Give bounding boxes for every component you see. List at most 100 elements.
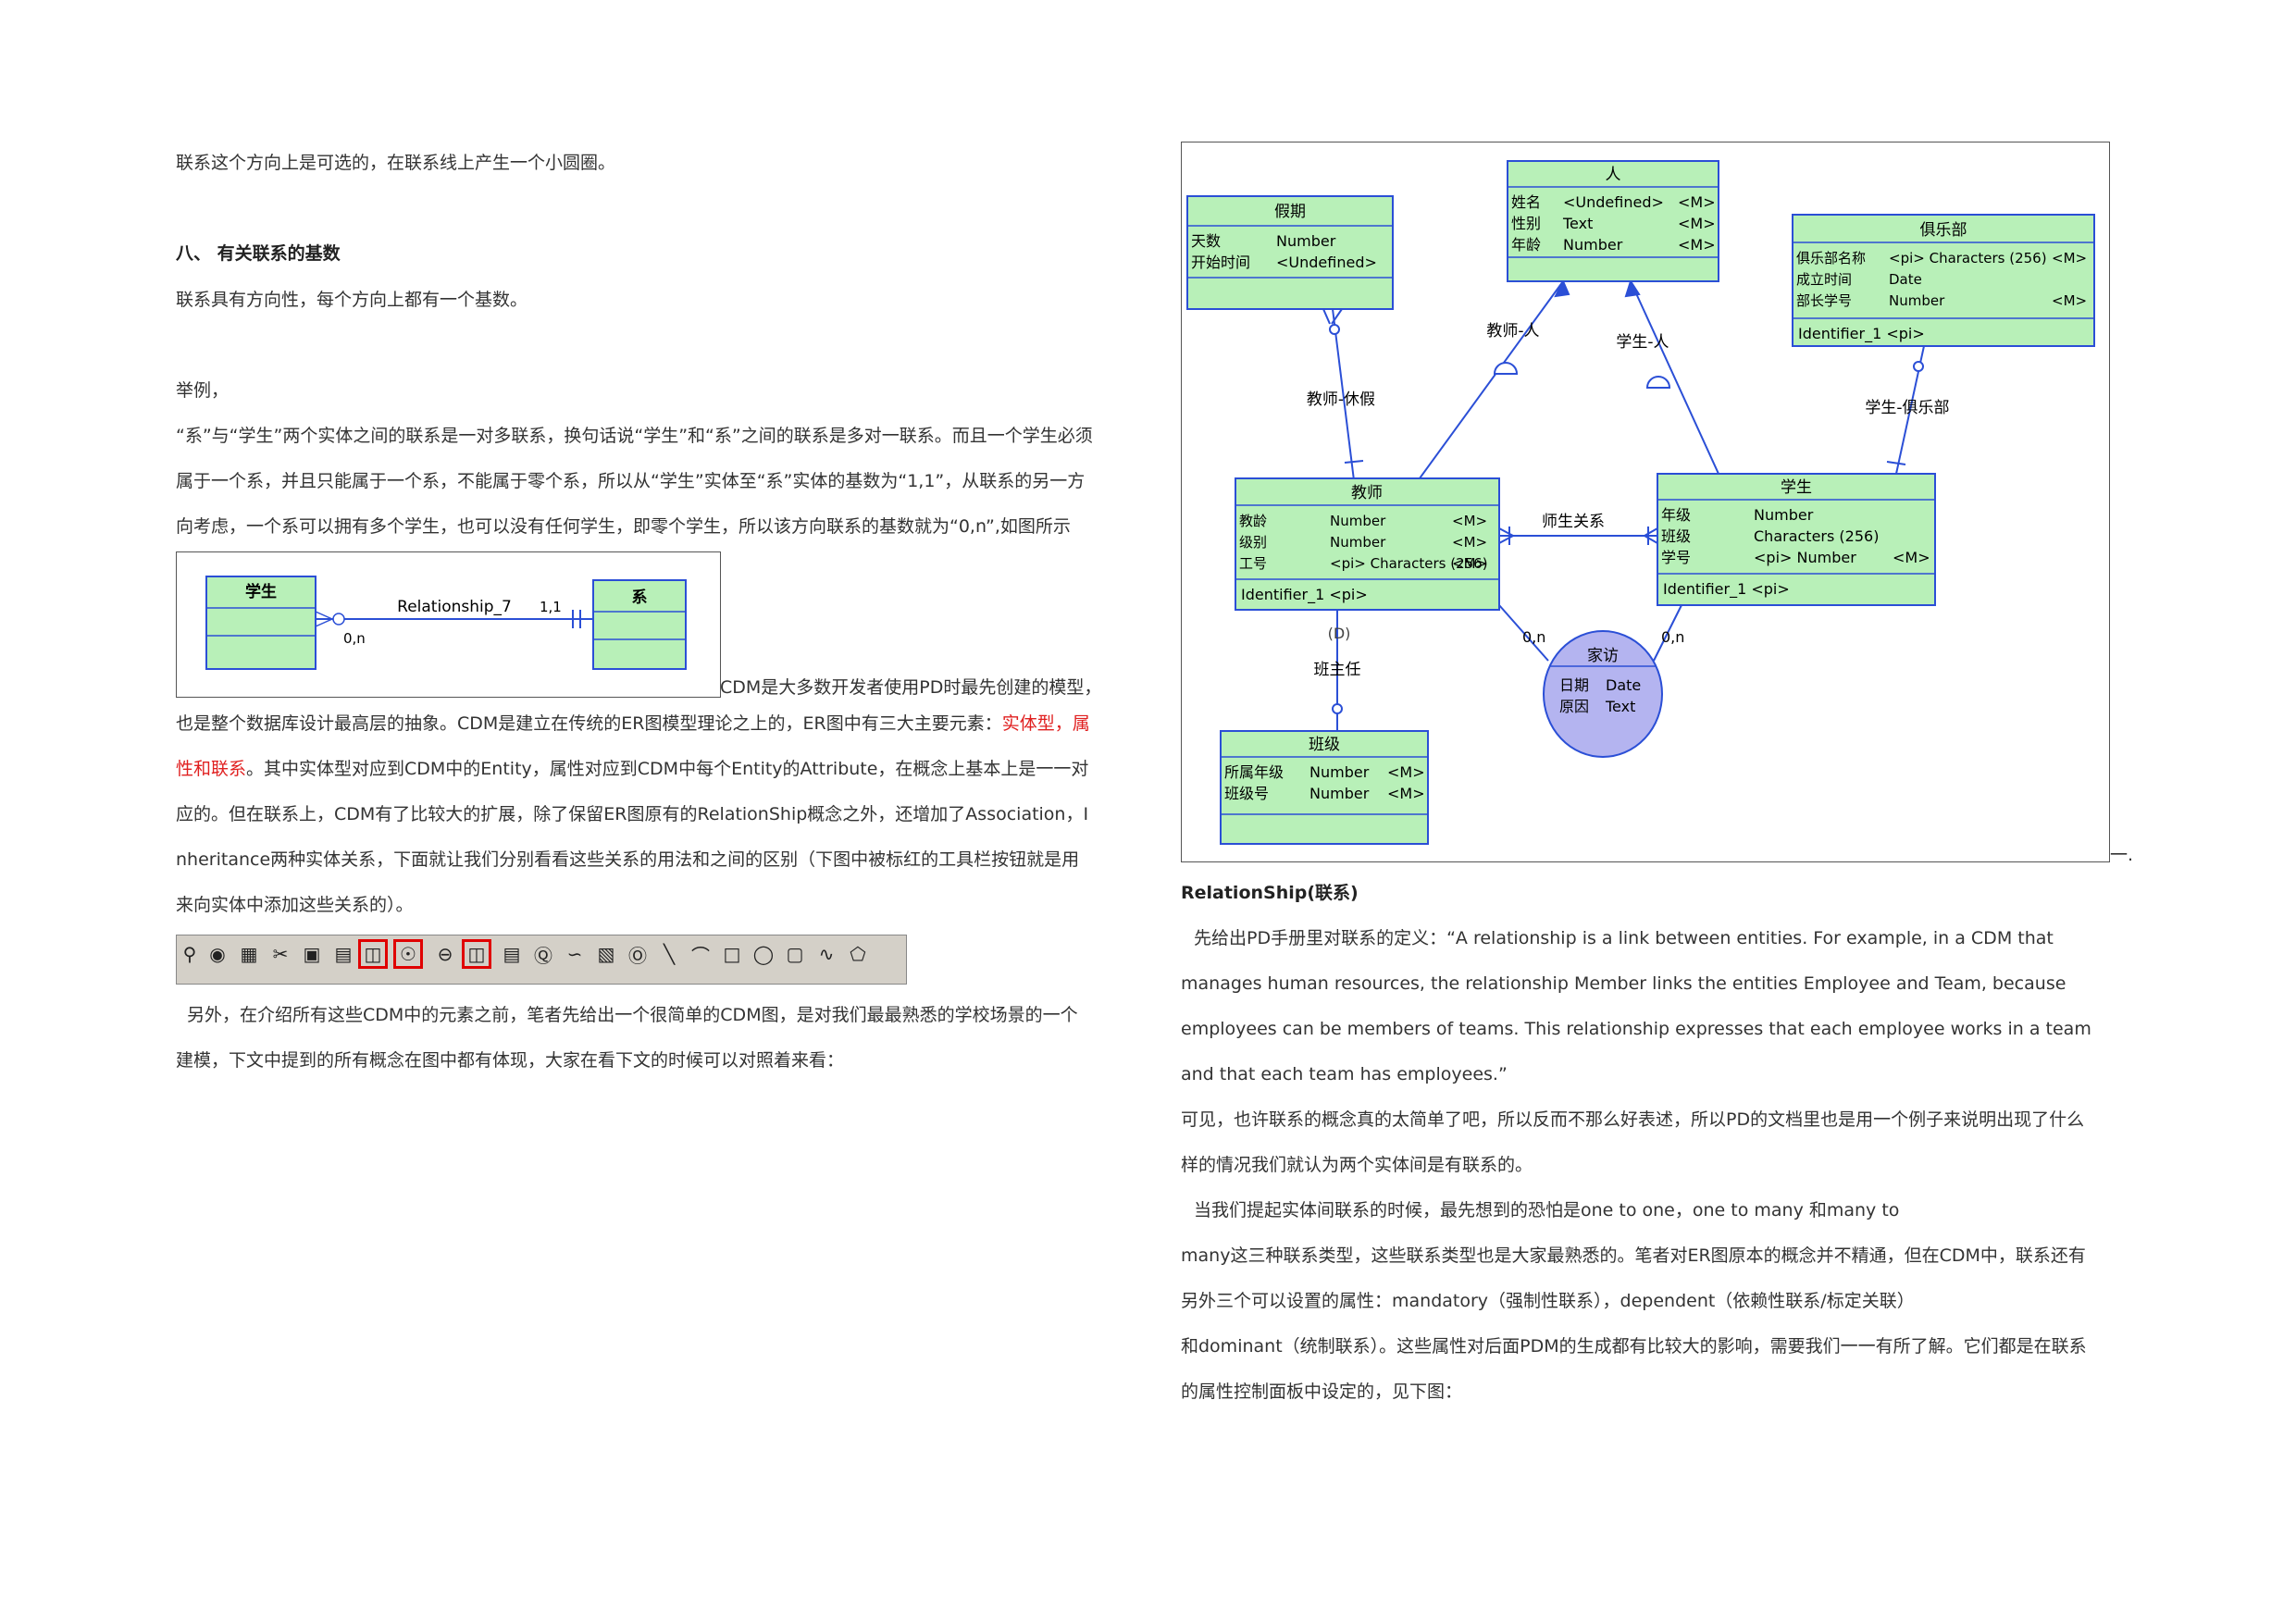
polyline-icon[interactable]: ∿	[818, 943, 835, 965]
entity-club-attr-0-0: 俱乐部名称	[1796, 250, 1866, 266]
entity-person-attr-1-2: <M>	[1678, 215, 1716, 232]
entity-teacher-title: 教师	[1351, 484, 1383, 502]
magnify-icon[interactable]: ⚲	[182, 943, 197, 965]
label-head-teacher: 班主任	[1314, 661, 1361, 679]
entity-holiday-attr-1-1: <Undefined>	[1276, 254, 1377, 271]
entity-person-attr-1-1: Text	[1562, 215, 1593, 232]
label-card-student: 0,n	[1661, 628, 1684, 646]
link-teacher-person[interactable]	[1419, 280, 1564, 479]
grabber-icon[interactable]: ▣	[303, 943, 321, 965]
quote-line-4: and that each team has employees.”	[1181, 1064, 1508, 1084]
entity-klass-attr-1-2: <M>	[1387, 785, 1425, 802]
entity-box-dept[interactable]	[592, 579, 687, 670]
ellipse-icon[interactable]: ◯	[752, 943, 775, 965]
inheritance-icon[interactable]: ☉	[393, 939, 423, 969]
label-student-club: 学生-俱乐部	[1865, 399, 1949, 417]
polygon-icon[interactable]: ⬠	[850, 943, 866, 965]
paragraph-cdm-2: 也是整个数据库设计最高层的抽象。CDM是建立在传统的ER图模型理论之上的，ER图…	[176, 712, 1090, 735]
association-home-visit[interactable]	[1543, 630, 1663, 758]
label-card-teacher: 0,n	[1522, 628, 1545, 646]
section-heading-relationship: RelationShip(联系)	[1181, 883, 1359, 903]
link-icon[interactable]: ∽	[566, 943, 583, 965]
entity-klass-attr-1-0: 班级号	[1224, 785, 1269, 802]
association-link-icon[interactable]: ◫	[462, 939, 491, 969]
link-visit-student[interactable]	[1653, 604, 1682, 662]
palette-toolbar: ⚲ ◉ ▦ ✂ ▣ ▤ ◫ ☉ ⊖ ◫ ▤ Ⓠ ∽ ▧ Ⓞ ╲ ⌒ □ ◯ ▢ …	[176, 935, 907, 985]
entity-person-title: 人	[1606, 166, 1621, 184]
relationship-name: Relationship_7	[397, 598, 512, 616]
entity-teacher-attr-2-1: <pi> Characters (256)	[1330, 555, 1488, 572]
paragraph-types-3: 另外三个可以设置的属性：mandatory（强制性联系），dependent（依…	[1181, 1291, 1915, 1311]
paragraph-cdm-5: nheritance两种实体关系，下面就让我们分别看看这些关系的用法和之间的区别…	[176, 849, 1080, 870]
entity-club-attr-2-0: 部长学号	[1796, 292, 1852, 309]
student-dept-diagram-svg: 学生 系 Relationship_7 0,n 1,1	[205, 576, 687, 670]
entity-student-attr-0-0: 年级	[1661, 506, 1691, 524]
entity-club-title: 俱乐部	[1920, 221, 1967, 240]
entity-teacher-attr-1-1: Number	[1330, 534, 1386, 551]
paragraph-direction: 联系具有方向性，每个方向上都有一个基数。	[176, 290, 528, 310]
paragraph-model-2: 建模，下文中提到的所有概念在图中都有体现，大家在看下文的时候可以对照着来看：	[176, 1050, 845, 1071]
pointer-icon[interactable]: ◉	[209, 943, 226, 965]
entity-club[interactable]	[1792, 214, 2095, 347]
paragraph-example-label: 举例，	[176, 380, 230, 401]
entity-person-attr-2-0: 年龄	[1511, 236, 1541, 254]
entity-klass-attr-0-1: Number	[1309, 763, 1370, 781]
entity-club-attr-2-2: <M>	[2052, 292, 2087, 309]
paragraph-cdm-3: 性和联系。其中实体型对应到CDM中的Entity，属性对应到CDM中每个Enti…	[176, 758, 1088, 780]
entity-student-title: 学生	[1781, 478, 1812, 497]
scissors-icon[interactable]: ✂	[272, 943, 289, 965]
entity-icon[interactable]: ▤	[334, 943, 353, 965]
entity-club-identifier: Identifier_1 <pi>	[1798, 325, 1925, 343]
entity-person-attr-2-2: <M>	[1678, 236, 1716, 254]
association-icon[interactable]: ⊖	[437, 943, 453, 965]
entity-klass-attr-1-1: Number	[1309, 785, 1370, 802]
file-icon[interactable]: ▤	[503, 943, 521, 965]
package-icon[interactable]: ▦	[240, 943, 258, 965]
entity-klass-attr-0-0: 所属年级	[1224, 763, 1284, 781]
paragraph-simple-1: 可见，也许联系的概念真的太简单了吧，所以反而不那么好表述，所以PD的文档里也是用…	[1181, 1109, 2085, 1130]
link-student-person[interactable]	[1630, 280, 1719, 475]
entity-student-attr-1-1: Characters (256)	[1754, 527, 1879, 545]
entity-student-attr-1-0: 班级	[1661, 527, 1691, 545]
rounded-rect-icon[interactable]: ▢	[786, 943, 804, 965]
entity-person-attr-2-1: Number	[1563, 236, 1623, 254]
entity-visit-attr-0-0: 日期	[1559, 676, 1589, 694]
quote-line-1: 先给出PD手册里对联系的定义：“A relationship is a link…	[1194, 928, 2054, 948]
entity-teacher-attr-2-2: <M>	[1452, 555, 1487, 572]
entity-club-attr-1-1: Date	[1889, 271, 1922, 288]
arc-icon[interactable]: ⌒	[691, 944, 710, 967]
entity-person-attr-0-2: <M>	[1678, 193, 1716, 211]
text-icon[interactable]: Ⓠ	[534, 944, 552, 967]
paragraph-optional: 联系这个方向上是可选的，在联系线上产生一个小圆圈。	[176, 153, 616, 173]
entity-holiday-title: 假期	[1274, 203, 1306, 221]
entity-student-attr-2-2: <M>	[1893, 549, 1930, 566]
relationship-icon[interactable]: ◫	[358, 939, 388, 969]
entity-club-attr-0-2: <M>	[2052, 250, 2087, 266]
rectangle-icon[interactable]: □	[723, 943, 741, 965]
entity-class[interactable]	[1220, 730, 1429, 845]
paragraph-types-1: 当我们提起实体间联系的时候，最先想到的恐怕是one to one，one to …	[1194, 1200, 1900, 1220]
entity-person[interactable]	[1507, 160, 1719, 282]
entity-holiday-attr-0-1: Number	[1276, 232, 1336, 250]
entity-teacher[interactable]	[1235, 477, 1500, 611]
cardinality-dept: 1,1	[540, 599, 562, 615]
title-icon[interactable]: Ⓞ	[628, 944, 647, 967]
entity-title-dept: 系	[632, 588, 648, 607]
entity-box-student[interactable]	[205, 576, 316, 670]
label-dependent: (D)	[1328, 625, 1351, 642]
line-icon[interactable]: ╲	[663, 943, 676, 965]
label-teacher-holiday: 教师-休假	[1307, 390, 1375, 409]
cardinality-student: 0,n	[343, 630, 366, 647]
entity-visit-attr-1-0: 原因	[1559, 698, 1589, 715]
entity-holiday[interactable]	[1186, 195, 1394, 310]
entity-student[interactable]	[1657, 473, 1936, 606]
paragraph-cdm-2-text: 也是整个数据库设计最高层的抽象。CDM是建立在传统的ER图模型理论之上的，ER图…	[176, 713, 1002, 734]
entity-student-attr-2-0: 学号	[1661, 549, 1691, 566]
link-teacher-holiday[interactable]	[1332, 308, 1355, 481]
table-icon[interactable]: ▧	[597, 943, 615, 965]
link-visit-teacher[interactable]	[1498, 604, 1549, 662]
paragraph-cardinality-3: 向考虑，一个系可以拥有多个学生，也可以没有任何学生，即零个学生，所以该方向联系的…	[176, 516, 1071, 537]
entity-holiday-attr-1-0: 开始时间	[1191, 254, 1250, 271]
